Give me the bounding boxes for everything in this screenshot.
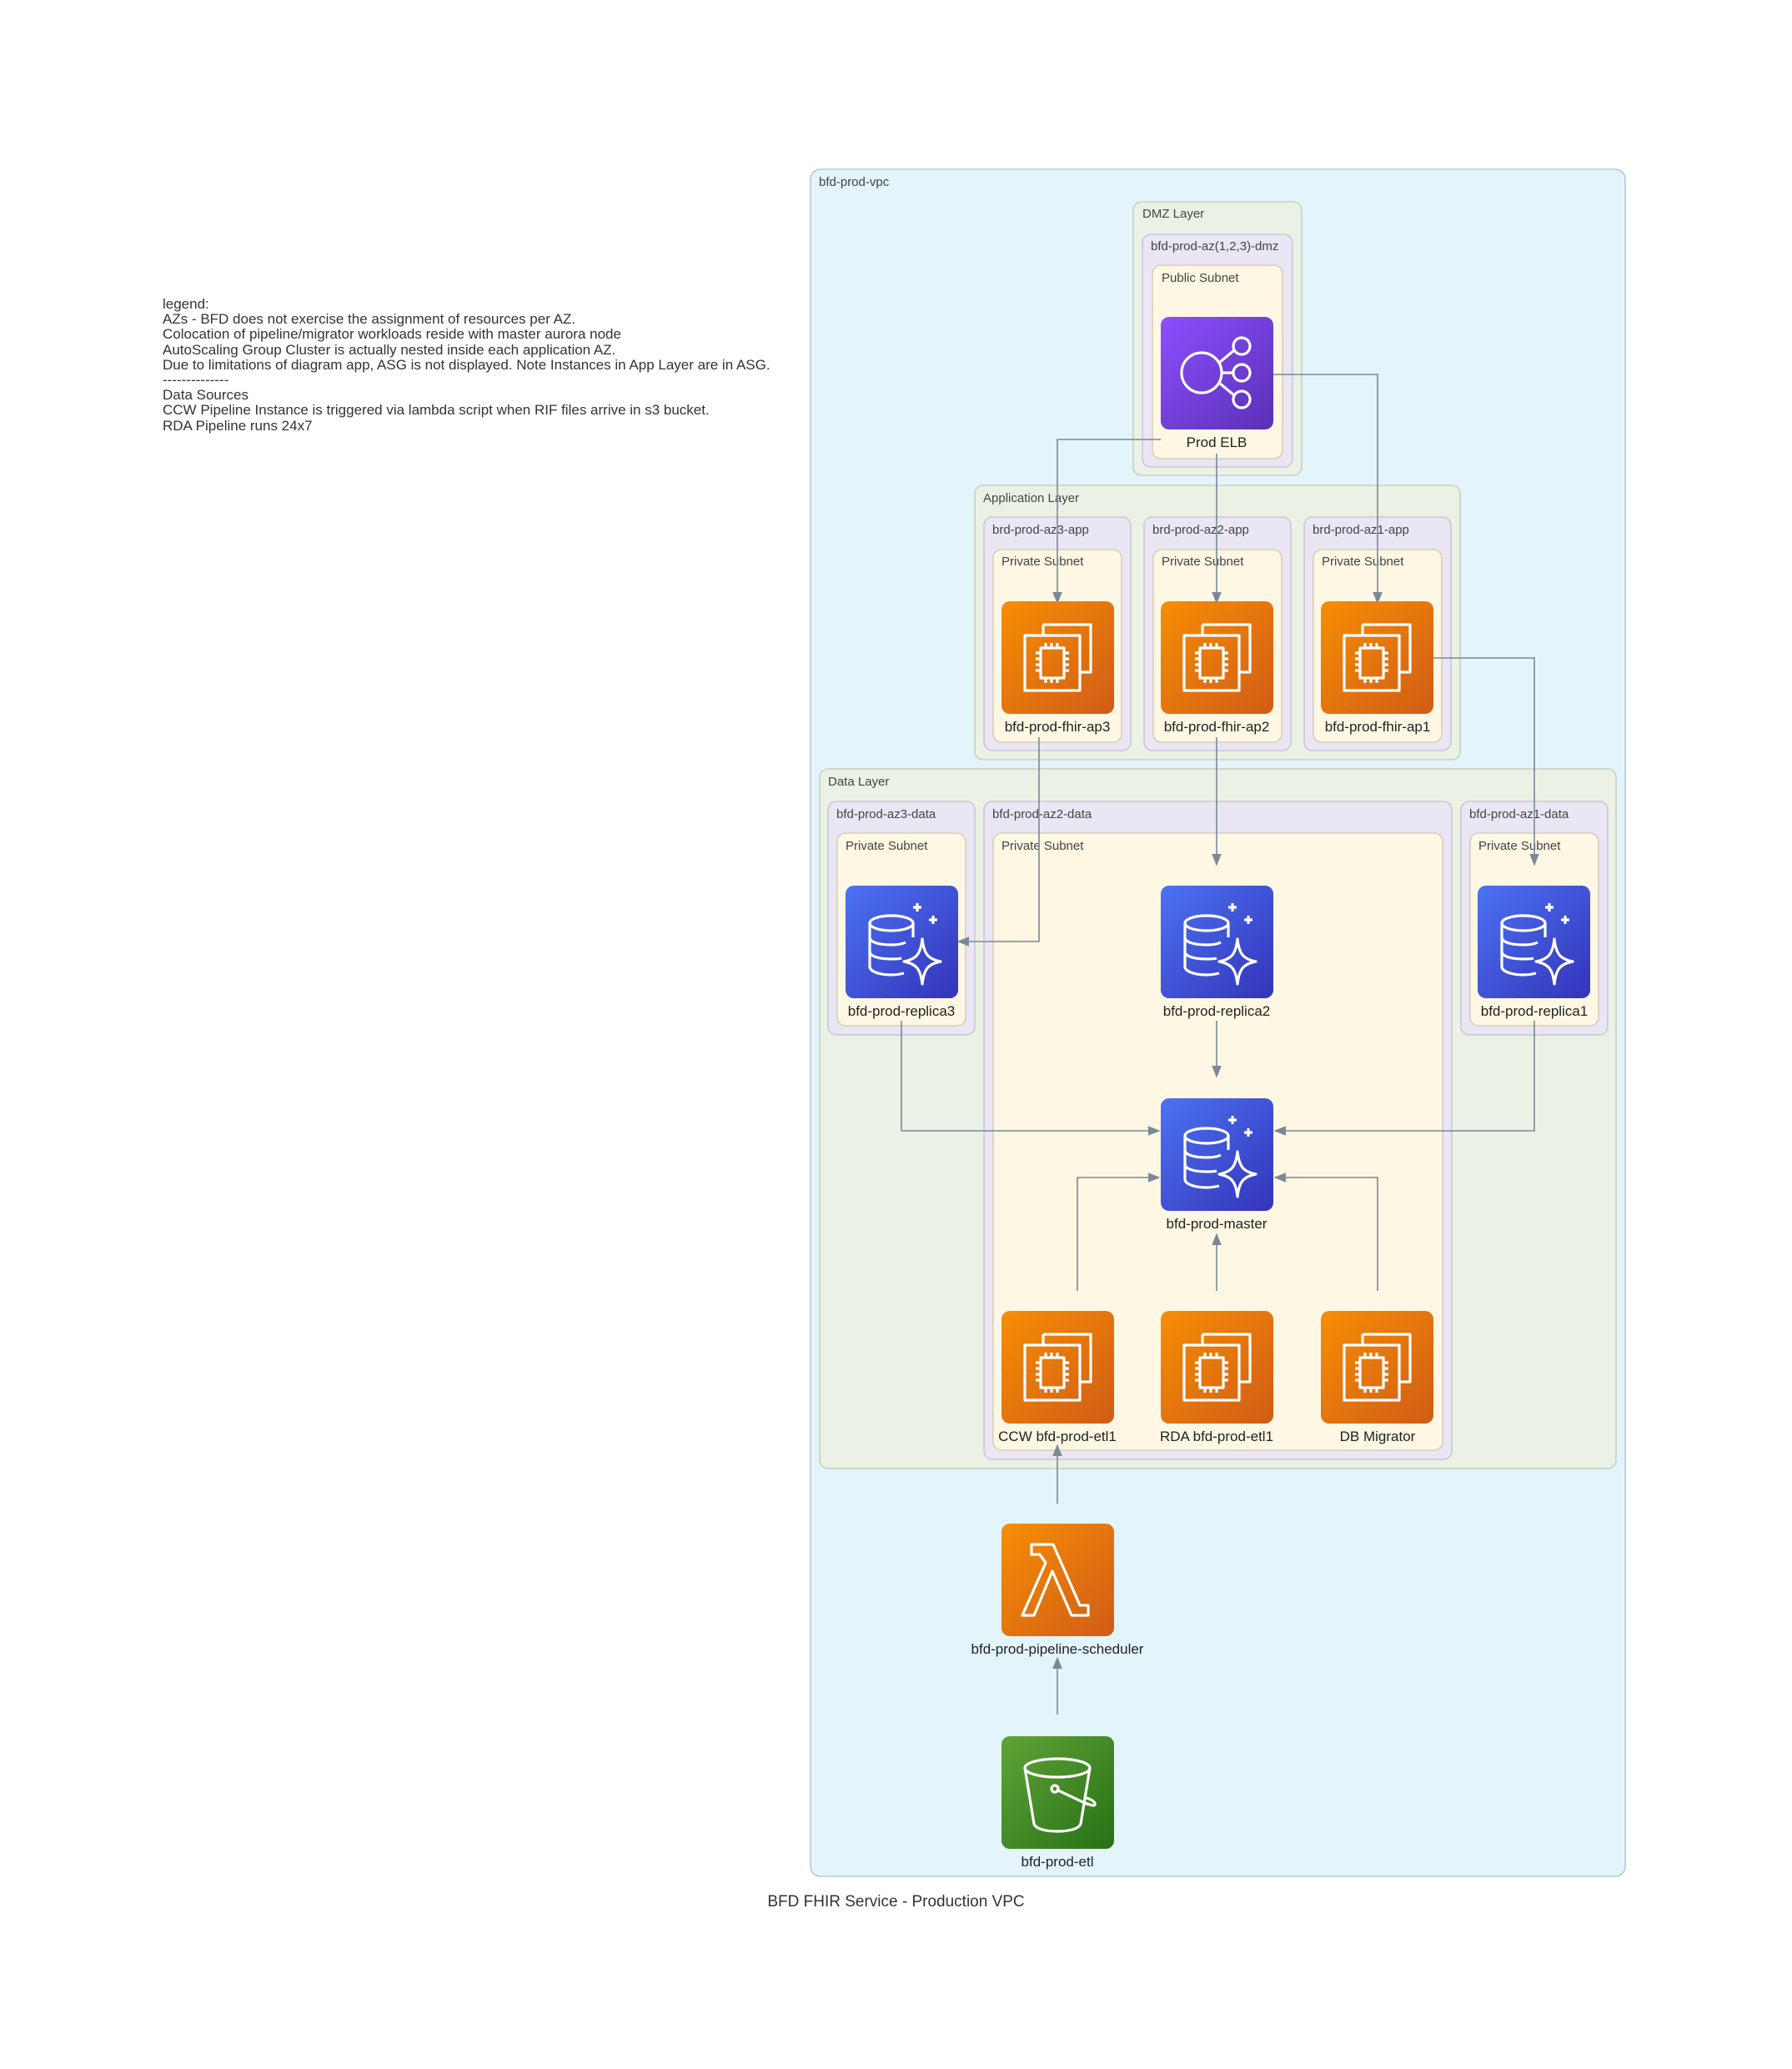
edges — [901, 374, 1539, 1715]
edge-replica1-to-master — [1273, 1021, 1535, 1136]
node-replica1[interactable]: bfd-prod-replica1 — [1478, 886, 1590, 1019]
app-az2-label: brd-prod-az2-app — [1152, 523, 1249, 537]
node-fhir-ap2[interactable]: bfd-prod-fhir-ap2 — [1161, 601, 1273, 735]
data-layer-label: Data Layer — [828, 775, 889, 789]
node-label-prod-elb: Prod ELB — [1187, 434, 1247, 450]
node-pipeline-scheduler[interactable]: bfd-prod-pipeline-scheduler — [971, 1524, 1144, 1657]
diagram-title: BFD FHIR Service - Production VPC — [767, 1893, 1025, 1911]
edge-elb-to-ap1 — [1272, 374, 1383, 605]
node-label-master: bfd-prod-master — [1167, 1216, 1267, 1232]
edge-elb-to-ap3 — [1052, 439, 1161, 605]
aurora-database-icon — [1478, 886, 1590, 998]
lambda-icon — [1001, 1524, 1114, 1636]
s3-bucket-icon — [1001, 1736, 1114, 1849]
node-etl-bucket[interactable]: bfd-prod-etl — [1001, 1736, 1114, 1870]
node-db-migrator[interactable]: DB Migrator — [1321, 1311, 1433, 1444]
app-az3-subnet-label: Private Subnet — [1001, 555, 1084, 569]
vpc-label: bfd-prod-vpc — [819, 175, 890, 189]
edge-ap3-to-replica3 — [956, 737, 1040, 947]
edge-ap1-to-replica1 — [1433, 657, 1539, 866]
node-label-etl-bucket: bfd-prod-etl — [1021, 1854, 1094, 1870]
data-az2-label: bfd-prod-az2-data — [992, 807, 1092, 821]
node-label-rda-etl: RDA bfd-prod-etl1 — [1160, 1429, 1273, 1444]
ec2-instances-icon — [1161, 1311, 1273, 1424]
ec2-instances-icon — [1161, 601, 1273, 714]
data-az1-label: bfd-prod-az1-data — [1469, 807, 1569, 821]
node-label-replica1: bfd-prod-replica1 — [1481, 1003, 1589, 1019]
ec2-instances-icon — [1321, 1311, 1433, 1424]
data-az2-subnet-label: Private Subnet — [1001, 839, 1084, 853]
app-az1-subnet-label: Private Subnet — [1322, 555, 1404, 569]
legend-line: Colocation of pipeline/migrator workload… — [163, 326, 621, 343]
edge-ccw-to-master — [1077, 1173, 1161, 1291]
legend-separator: -------------- — [163, 372, 229, 389]
node-label-fhir-ap2: bfd-prod-fhir-ap2 — [1164, 719, 1270, 735]
node-label-fhir-ap1: bfd-prod-fhir-ap1 — [1325, 719, 1431, 735]
node-replica2[interactable]: bfd-prod-replica2 — [1161, 886, 1273, 1019]
data-az3-subnet-label: Private Subnet — [846, 839, 928, 853]
node-label-replica3: bfd-prod-replica3 — [848, 1003, 956, 1019]
legend-note: legend:AZs - BFD does not exercise the a… — [163, 296, 771, 434]
legend-line: CCW Pipeline Instance is triggered via l… — [163, 402, 710, 419]
node-label-replica2: bfd-prod-replica2 — [1163, 1003, 1271, 1019]
node-prod-elb[interactable]: Prod ELB — [1161, 317, 1273, 450]
node-label-pipeline-scheduler: bfd-prod-pipeline-scheduler — [971, 1641, 1144, 1657]
node-ccw-etl[interactable]: CCW bfd-prod-etl1 — [998, 1311, 1117, 1444]
node-label-ccw-etl: CCW bfd-prod-etl1 — [998, 1429, 1117, 1444]
application-layer-label: Application Layer — [983, 491, 1079, 505]
legend-line: RDA Pipeline runs 24x7 — [163, 417, 313, 434]
elastic-load-balancer-icon — [1161, 317, 1273, 429]
dmz-layer-label: DMZ Layer — [1142, 207, 1204, 221]
legend-line: Due to limitations of diagram app, ASG i… — [163, 356, 771, 373]
node-label-db-migrator: DB Migrator — [1340, 1429, 1416, 1444]
node-rda-etl[interactable]: RDA bfd-prod-etl1 — [1160, 1311, 1273, 1444]
aurora-database-icon — [846, 886, 958, 998]
edge-replica3-to-master — [901, 1021, 1161, 1136]
node-label-fhir-ap3: bfd-prod-fhir-ap3 — [1005, 719, 1111, 735]
data-az1-subnet-label: Private Subnet — [1478, 839, 1561, 853]
ec2-instances-icon — [1321, 601, 1433, 714]
app-az1-label: brd-prod-az1-app — [1313, 523, 1409, 537]
node-fhir-ap1[interactable]: bfd-prod-fhir-ap1 — [1321, 601, 1433, 735]
aurora-database-icon — [1161, 886, 1273, 998]
data-az3-label: bfd-prod-az3-data — [836, 807, 936, 821]
aurora-database-icon — [1161, 1098, 1273, 1211]
node-master[interactable]: bfd-prod-master — [1161, 1098, 1273, 1232]
legend-heading: legend: — [163, 296, 209, 312]
app-az2-subnet-label: Private Subnet — [1162, 555, 1244, 569]
public-subnet-label: Public Subnet — [1162, 271, 1239, 285]
legend-line: AZs - BFD does not exercise the assignme… — [163, 311, 576, 328]
legend-line: Data Sources — [163, 387, 248, 404]
ec2-instances-icon — [1001, 1311, 1114, 1424]
legend-line: AutoScaling Group Cluster is actually ne… — [163, 341, 616, 358]
dmz-az-label: bfd-prod-az(1,2,3)-dmz — [1151, 239, 1278, 254]
node-replica3[interactable]: bfd-prod-replica3 — [846, 886, 958, 1019]
node-fhir-ap3[interactable]: bfd-prod-fhir-ap3 — [1001, 601, 1114, 735]
ec2-instances-icon — [1001, 601, 1114, 714]
edge-migrator-to-master — [1273, 1173, 1378, 1291]
app-az3-label: brd-prod-az3-app — [992, 523, 1089, 537]
